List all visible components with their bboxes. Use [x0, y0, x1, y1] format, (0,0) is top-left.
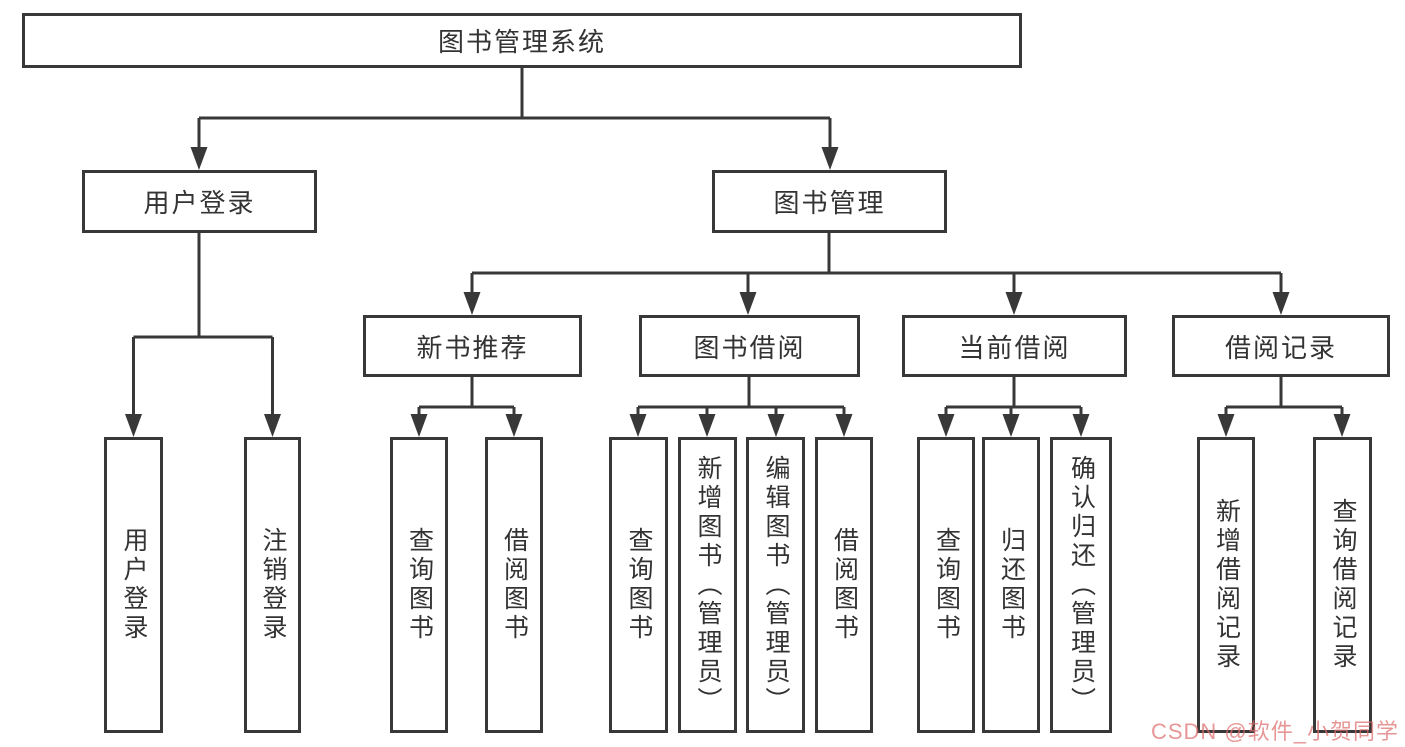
csdn-watermark: CSDN @软件_小贺同学	[1150, 719, 1399, 744]
node-label: 查询图书	[932, 527, 961, 643]
node-label: 借阅图书	[830, 527, 859, 643]
arrowhead	[1333, 414, 1351, 437]
arrowhead	[410, 414, 428, 437]
node-user-login: 用户登录	[82, 170, 317, 233]
node-borrow-records: 借阅记录	[1172, 315, 1390, 377]
node-label: 查询图书	[625, 527, 653, 643]
node-leaf-edit-books-admin: 编辑图书（管理员）	[746, 437, 805, 733]
node-label: 编辑图书（管理员）	[762, 454, 790, 716]
node-root-library-system: 图书管理系统	[22, 13, 1022, 68]
node-label: 确认归还（管理员）	[1067, 454, 1096, 716]
node-label: 查询借阅记录	[1329, 498, 1357, 672]
node-label: 用户登录	[143, 188, 256, 218]
arrowhead	[505, 414, 523, 437]
node-label: 查询图书	[405, 527, 434, 643]
node-leaf-borrow-books-1: 借阅图书	[485, 437, 543, 733]
arrowhead	[125, 414, 142, 437]
node-leaf-add-books-admin: 新增图书（管理员）	[678, 437, 737, 733]
arrowhead	[1002, 414, 1020, 437]
node-leaf-user-login: 用户登录	[104, 437, 163, 733]
arrowhead	[629, 414, 647, 437]
arrowhead	[1005, 292, 1023, 315]
arrowhead	[463, 292, 481, 315]
connector-root-to-level2	[197, 68, 832, 150]
node-current-borrow: 当前借阅	[902, 315, 1127, 377]
node-label: 归还图书	[997, 527, 1026, 643]
node-label: 新书推荐	[416, 332, 529, 363]
node-leaf-query-books-1: 查询图书	[390, 437, 448, 733]
connector-user-login-children	[132, 233, 274, 415]
node-label: 图书管理系统	[437, 27, 606, 57]
node-book-management: 图书管理	[712, 170, 947, 233]
node-label: 借阅图书	[500, 527, 529, 643]
arrowhead	[835, 414, 853, 437]
arrowhead	[264, 414, 281, 437]
node-label: 用户登录	[120, 527, 148, 643]
arrowhead	[698, 414, 716, 437]
arrowhead	[1072, 414, 1090, 437]
connector-new-book-children	[417, 377, 516, 415]
arrowhead	[821, 147, 839, 170]
connector-book-borrow-children	[636, 377, 846, 415]
arrowhead	[937, 414, 955, 437]
arrowhead	[767, 414, 785, 437]
node-leaf-logout: 注销登录	[244, 437, 301, 733]
node-label: 图书借阅	[693, 332, 806, 363]
node-label: 新增图书（管理员）	[694, 454, 722, 716]
node-leaf-query-borrow-record: 查询借阅记录	[1313, 437, 1372, 733]
node-book-borrow: 图书借阅	[639, 315, 860, 377]
node-label: 新增借阅记录	[1212, 498, 1241, 672]
node-label: 当前借阅	[958, 332, 1071, 363]
node-leaf-return-books: 归还图书	[982, 437, 1040, 733]
connector-borrow-records-children	[1224, 377, 1344, 415]
arrowhead	[1272, 292, 1290, 315]
node-label: 借阅记录	[1224, 332, 1337, 363]
node-leaf-query-books-2: 查询图书	[609, 437, 668, 733]
node-leaf-add-borrow-record: 新增借阅记录	[1197, 437, 1255, 733]
node-leaf-borrow-books-2: 借阅图书	[815, 437, 873, 733]
arrowhead	[739, 292, 757, 315]
arrowhead	[1217, 414, 1235, 437]
node-label: 注销登录	[259, 527, 287, 643]
node-new-book-recommend: 新书推荐	[363, 315, 582, 377]
node-leaf-query-books-3: 查询图书	[917, 437, 975, 733]
arrowhead	[190, 147, 208, 170]
connector-current-borrow-children	[944, 377, 1083, 415]
connector-book-management-children	[470, 233, 1283, 293]
node-leaf-confirm-return-admin: 确认归还（管理员）	[1050, 437, 1112, 733]
node-label: 图书管理	[773, 188, 886, 218]
